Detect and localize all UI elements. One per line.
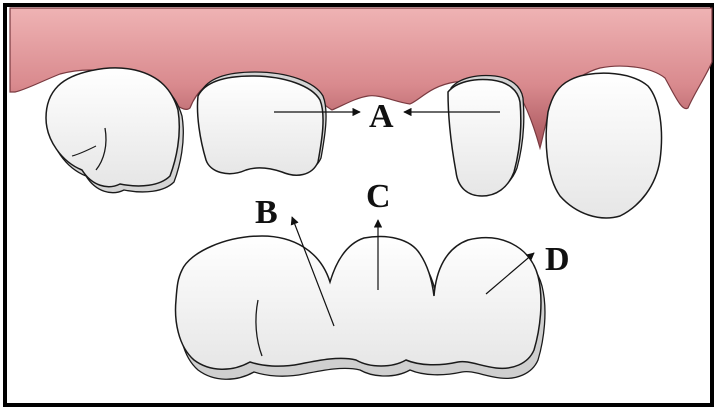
label-b: B <box>255 194 278 231</box>
upper-premolar <box>197 72 326 175</box>
upper-left-molar <box>46 68 183 193</box>
upper-canine <box>546 73 661 218</box>
label-a: A <box>369 98 394 135</box>
label-d: D <box>545 241 570 278</box>
label-c: C <box>366 178 391 215</box>
lower-tooth-bridge <box>176 236 545 379</box>
upper-narrow-tooth <box>448 76 524 197</box>
